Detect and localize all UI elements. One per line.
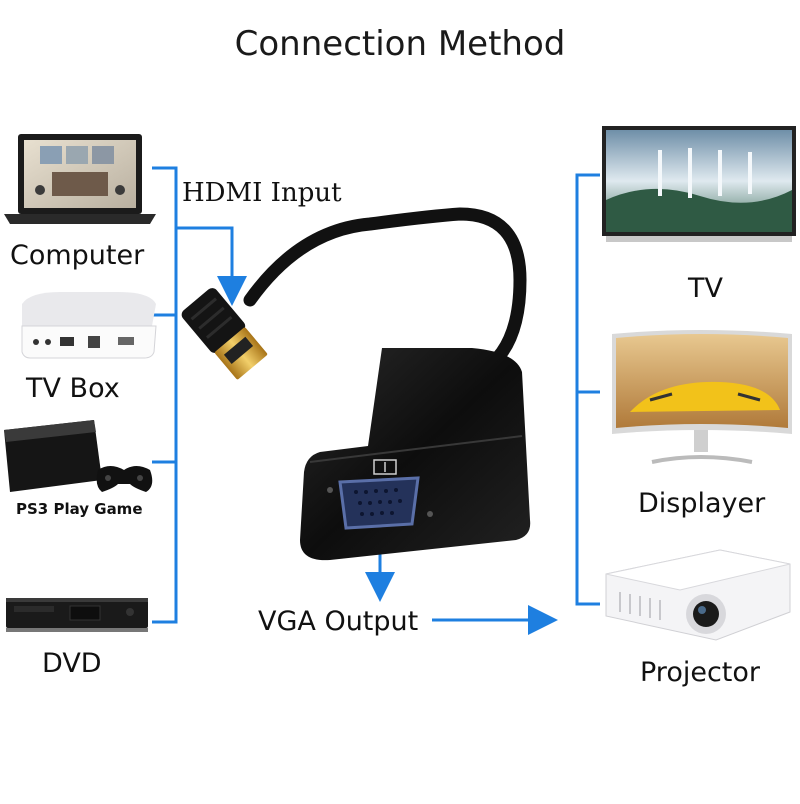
source-label-dvd: DVD [42,648,102,679]
source-label-ps3: PS3 Play Game [16,500,143,518]
output-label-projector: Projector [640,657,760,688]
hdmi-to-vga-adapter-image [181,207,531,561]
tv-box-image [21,292,157,359]
computer-laptop-image [4,134,156,224]
projector-image [605,549,791,641]
ps3-console-image [4,420,153,492]
displayer-monitor-image [612,330,792,464]
hdmi-input-label: HDMI Input [182,178,342,208]
diagram-title: Connection Method [234,24,566,64]
dvd-player-image [6,598,148,632]
tv-image [602,126,796,242]
output-label-tv: TV [688,273,723,304]
output-bracket [575,173,600,606]
source-label-tv-box: TV Box [26,373,120,404]
output-label-displayer: Displayer [638,488,766,519]
source-bracket [152,166,247,624]
source-label-computer: Computer [10,240,145,271]
vga-output-label: VGA Output [258,606,419,637]
